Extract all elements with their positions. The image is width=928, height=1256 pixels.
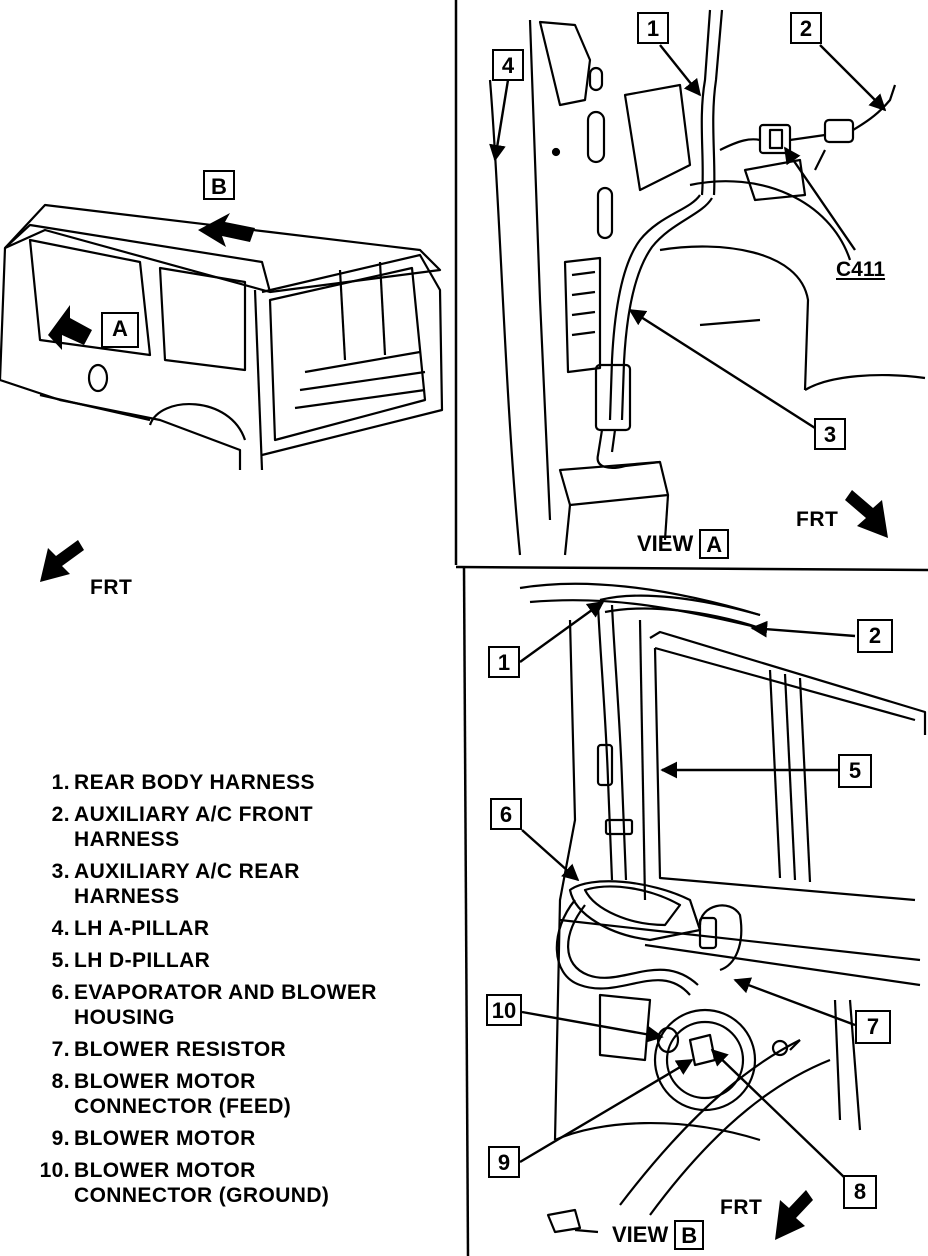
view-b-front-arrow-icon	[775, 1190, 813, 1240]
legend-num: 4.	[51, 917, 70, 940]
view-b-front-label: FRT	[720, 1196, 763, 1219]
overview-callout-b: B	[203, 170, 235, 200]
view-a-caption-letter: A	[699, 529, 730, 559]
view-b-callout-2: 2	[857, 619, 893, 653]
front-arrow-icon	[40, 540, 84, 582]
legend-item: 4.LH A-PILLAR	[30, 916, 450, 941]
legend-num: 8.	[51, 1070, 70, 1093]
connector-c411-label: C411	[836, 258, 886, 281]
view-b-leader-lines	[519, 601, 856, 1179]
view-b-callout-10: 10	[486, 994, 522, 1026]
view-b-callout-1: 1	[488, 646, 520, 678]
legend-text: LH D-PILLAR	[74, 949, 211, 972]
legend-item: 8.BLOWER MOTOR CONNECTOR (FEED)	[30, 1069, 360, 1119]
legend-num: 10.	[39, 1159, 70, 1182]
legend-text: EVAPORATOR AND BLOWER HOUSING	[74, 981, 377, 1029]
component-legend: 1.REAR BODY HARNESS 2.AUXILIARY A/C FRON…	[30, 770, 450, 1215]
view-b-art	[519, 582, 927, 1234]
view-a-leader-lines	[489, 44, 887, 430]
legend-item: 1.REAR BODY HARNESS	[30, 770, 450, 795]
legend-num: 9.	[51, 1127, 70, 1150]
legend-num: 3.	[51, 860, 70, 883]
view-b-callout-5: 5	[838, 754, 872, 788]
legend-item: 7.BLOWER RESISTOR	[30, 1037, 450, 1062]
legend-text: AUXILIARY A/C FRONT HARNESS	[74, 803, 313, 851]
vehicle-body-overview	[0, 203, 444, 471]
view-b-callout-9: 9	[488, 1146, 520, 1178]
view-b-callout-6: 6	[490, 798, 522, 830]
legend-item: 9.BLOWER MOTOR	[30, 1126, 450, 1151]
view-b-pointer-arrow	[198, 213, 255, 247]
panel-dividers	[454, 0, 928, 1256]
view-a-front-label: FRT	[796, 508, 839, 531]
view-a-front-arrow-icon	[845, 490, 888, 538]
view-b-caption-word: VIEW	[612, 1222, 669, 1247]
legend-text: BLOWER MOTOR CONNECTOR (GROUND)	[74, 1159, 330, 1207]
legend-item: 2.AUXILIARY A/C FRONT HARNESS	[30, 802, 390, 852]
view-a-pointer-arrow	[48, 305, 92, 350]
view-b-caption: VIEW B	[612, 1220, 705, 1250]
view-b-caption-letter: B	[674, 1220, 705, 1250]
legend-num: 6.	[51, 981, 70, 1004]
view-a-caption-word: VIEW	[637, 531, 694, 556]
view-a-callout-1: 1	[637, 12, 669, 44]
view-a-callout-2: 2	[790, 12, 822, 44]
legend-text: LH A-PILLAR	[74, 917, 210, 940]
view-b-callout-7: 7	[855, 1010, 891, 1044]
legend-num: 5.	[51, 949, 70, 972]
legend-text: BLOWER MOTOR	[74, 1127, 256, 1150]
legend-item: 6.EVAPORATOR AND BLOWER HOUSING	[30, 980, 430, 1030]
legend-num: 1.	[51, 771, 70, 794]
legend-text: BLOWER MOTOR CONNECTOR (FEED)	[74, 1070, 292, 1118]
overview-callout-a: A	[101, 312, 139, 348]
legend-item: 3.AUXILIARY A/C REAR HARNESS	[30, 859, 370, 909]
legend-num: 2.	[51, 803, 70, 826]
view-a-caption: VIEW A	[637, 529, 730, 559]
legend-item: 10.BLOWER MOTOR CONNECTOR (GROUND)	[30, 1158, 400, 1208]
view-b-callout-8: 8	[843, 1175, 877, 1209]
legend-num: 7.	[51, 1038, 70, 1061]
view-a-callout-3: 3	[814, 418, 846, 450]
view-a-callout-4: 4	[492, 49, 524, 81]
overview-view-arrows	[40, 213, 255, 582]
legend-text: BLOWER RESISTOR	[74, 1038, 287, 1061]
legend-text: REAR BODY HARNESS	[74, 771, 315, 794]
legend-text: AUXILIARY A/C REAR HARNESS	[74, 860, 300, 908]
overview-front-label: FRT	[90, 576, 133, 599]
legend-item: 5.LH D-PILLAR	[30, 948, 450, 973]
view-a-art	[488, 9, 926, 556]
